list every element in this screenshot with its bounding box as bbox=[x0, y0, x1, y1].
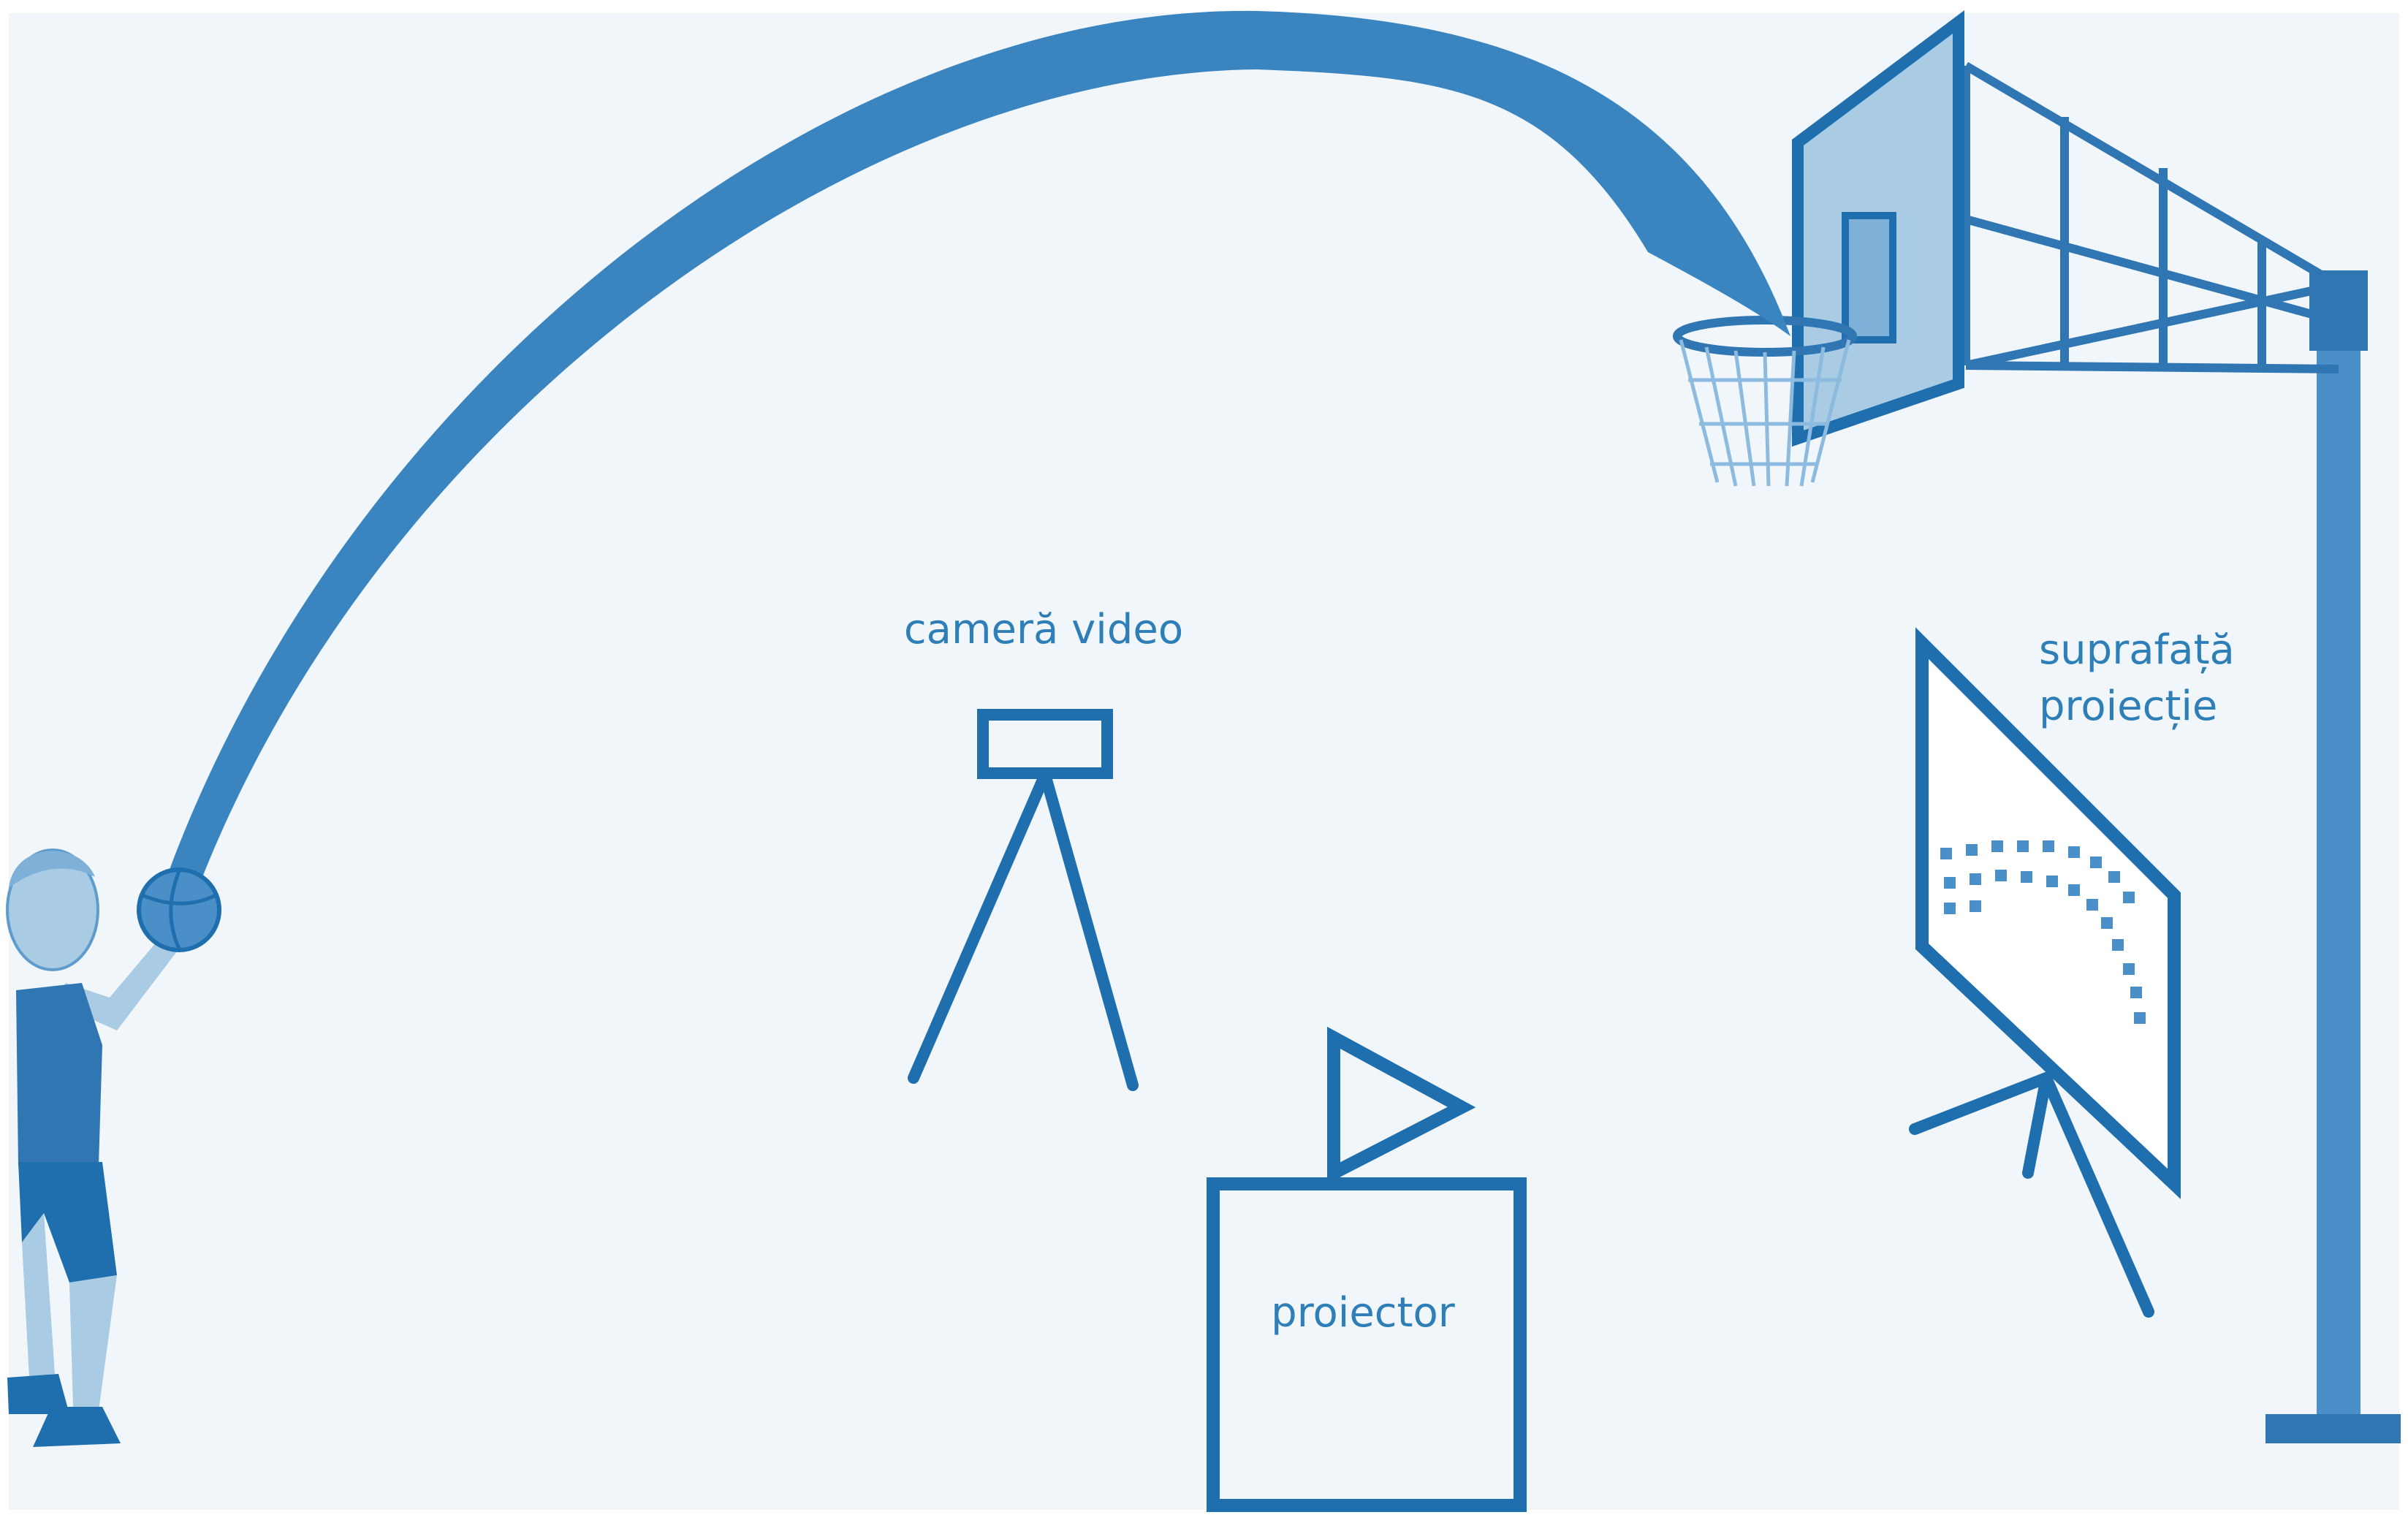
basketball bbox=[137, 867, 221, 952]
hoop-pole bbox=[2317, 281, 2360, 1429]
projector bbox=[1207, 1026, 1527, 1512]
projected-trajectory-dots bbox=[1940, 840, 2146, 1024]
hoop-pole-base bbox=[2265, 1414, 2401, 1443]
hoop-support-frame bbox=[1961, 61, 2341, 373]
projection-screen-stand bbox=[1909, 1070, 2154, 1318]
player-hair bbox=[9, 851, 95, 888]
projector-box bbox=[1207, 1177, 1527, 1512]
camera-tripod bbox=[908, 769, 1139, 1091]
player-shorts bbox=[18, 1162, 117, 1283]
video-camera bbox=[908, 709, 1139, 1091]
player-head bbox=[6, 848, 99, 971]
surface-label-line2: proiecție bbox=[2039, 683, 2217, 730]
camera-label: cameră video bbox=[904, 606, 1183, 653]
hoop-net bbox=[1679, 339, 1851, 487]
surface-label-line1: suprafață bbox=[2039, 626, 2235, 674]
projector-label: proiector bbox=[1271, 1289, 1456, 1337]
projection-screen bbox=[1915, 627, 2181, 1199]
player-jersey bbox=[16, 983, 102, 1166]
projector-lens-flag bbox=[1327, 1026, 1476, 1184]
basketball-seam bbox=[142, 870, 217, 950]
basketball-player bbox=[6, 848, 221, 1447]
camera-body bbox=[977, 709, 1113, 779]
projection-surface bbox=[1909, 627, 2181, 1318]
player-shoes bbox=[7, 1374, 121, 1447]
player-legs bbox=[22, 1213, 117, 1410]
hoop-backboard-square bbox=[1842, 212, 1896, 343]
basketball-hoop bbox=[1673, 10, 2401, 1443]
